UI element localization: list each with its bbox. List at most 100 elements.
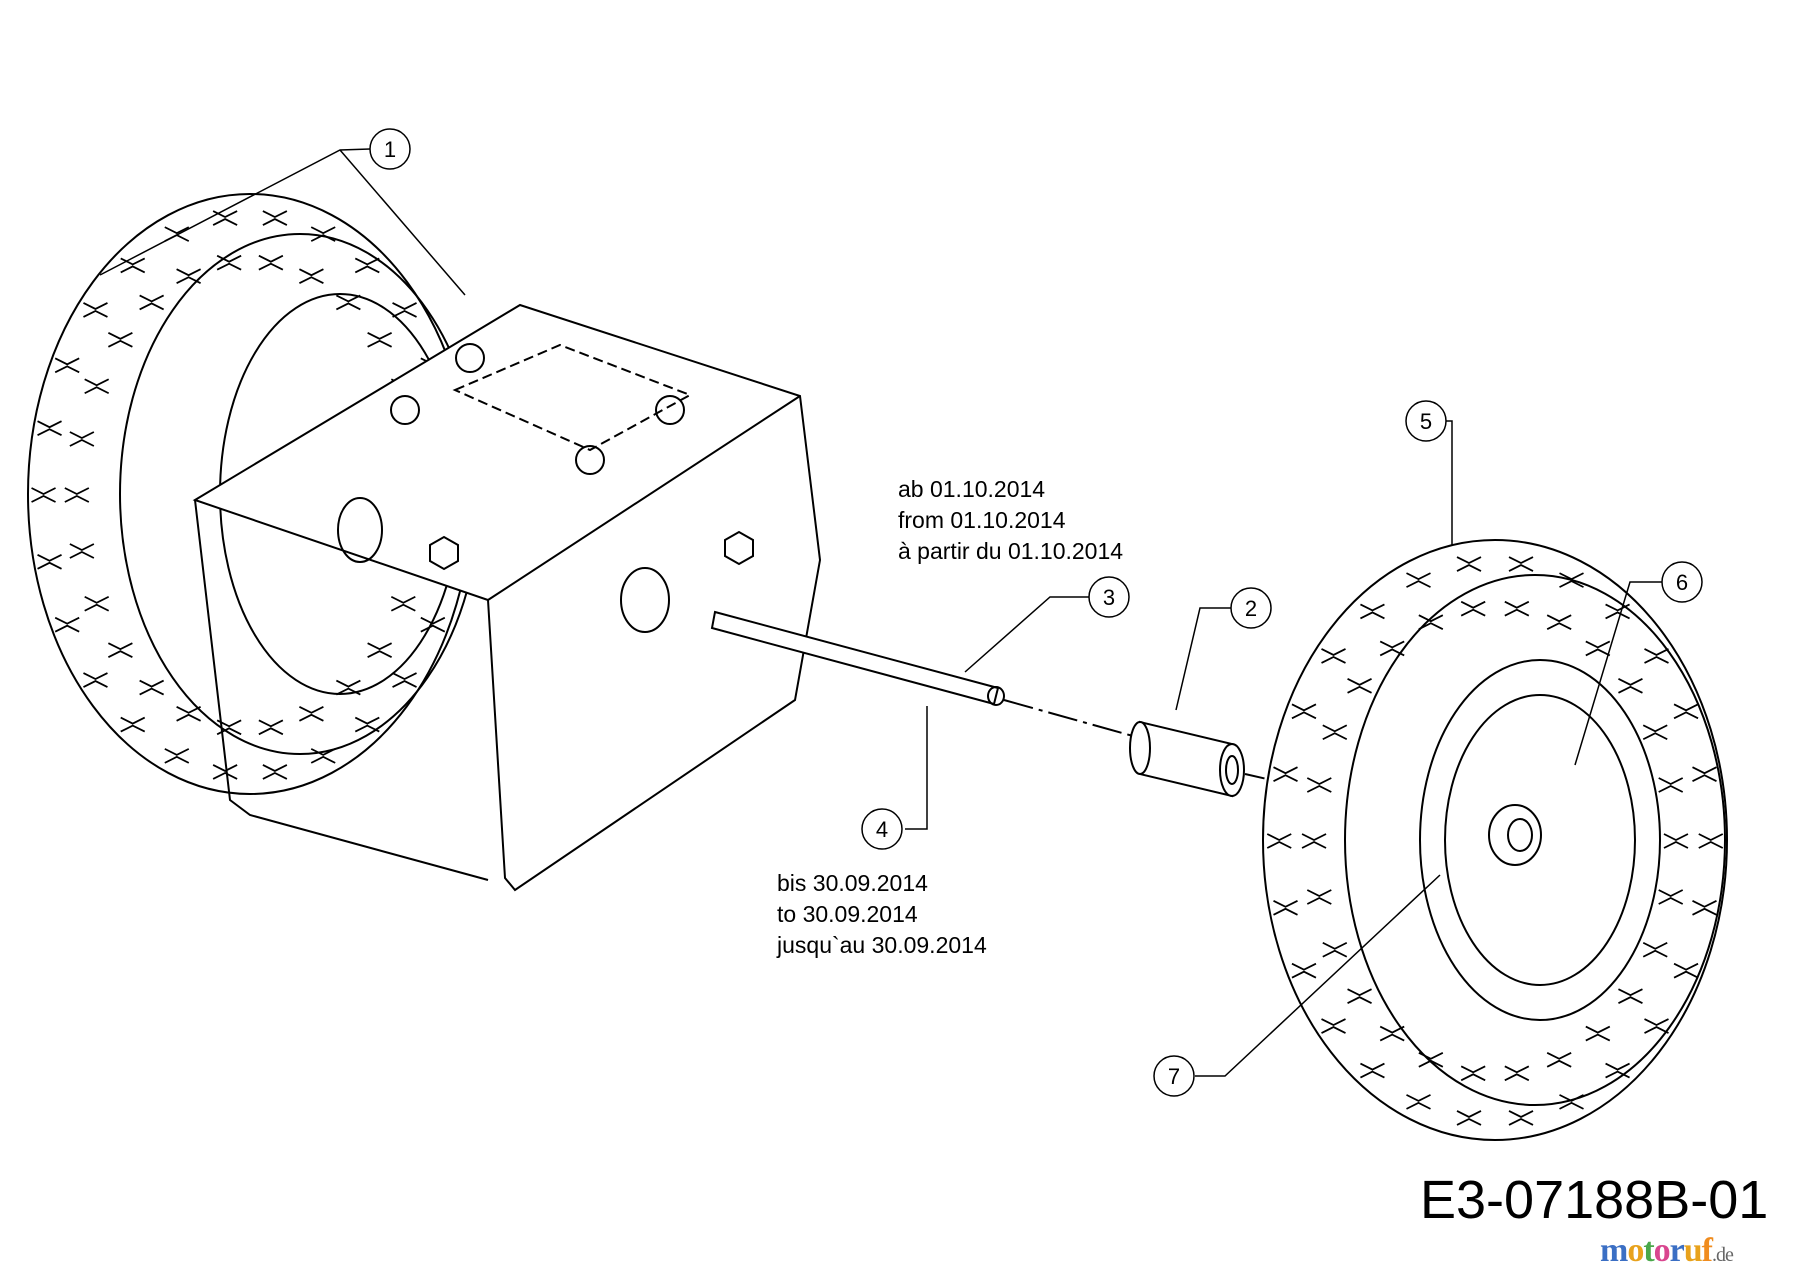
tread-block	[212, 210, 238, 226]
tread-block	[354, 257, 380, 274]
note-line: to 30.09.2014	[777, 901, 918, 927]
tread-block	[164, 748, 190, 764]
tread-block	[1460, 600, 1486, 617]
tread-block	[1266, 833, 1292, 849]
tread-block	[299, 268, 324, 285]
drawing-code: E3-07188B-01	[1420, 1170, 1769, 1230]
tread-block	[1559, 572, 1584, 588]
tread-block	[258, 719, 284, 736]
tread-block	[1406, 1094, 1431, 1110]
watermark-logo: motoruf.de	[1600, 1232, 1734, 1269]
tread-block	[1379, 640, 1405, 657]
tread-block	[1618, 678, 1643, 694]
spacer-part-2	[1129, 720, 1281, 798]
tread-block	[1673, 962, 1699, 979]
tread-block	[1418, 1051, 1444, 1068]
tread-block	[1546, 614, 1572, 631]
callout-4: 4	[876, 817, 888, 842]
tread-block	[1663, 833, 1689, 849]
tread-block	[1658, 777, 1684, 793]
callout-2: 2	[1245, 596, 1257, 621]
tread-block	[1692, 766, 1717, 783]
tread-block	[1585, 1025, 1611, 1042]
tread-block	[120, 257, 146, 274]
tread-block	[1360, 603, 1385, 620]
tread-block	[1379, 1025, 1405, 1042]
tread-block	[64, 487, 90, 503]
axle-part-4	[710, 610, 1141, 739]
tread-block	[212, 764, 238, 780]
tread-block	[1692, 899, 1717, 916]
tread-block	[1321, 648, 1346, 664]
tread-block	[1504, 1065, 1530, 1082]
tread-block	[83, 672, 108, 688]
tread-block	[1456, 556, 1482, 572]
tread-block	[1347, 988, 1372, 1004]
note-line: à partir du 01.10.2014	[898, 538, 1124, 564]
tread-block	[1644, 1018, 1669, 1034]
tread-block	[392, 302, 417, 318]
tread-block	[1508, 556, 1534, 572]
tread-block	[1456, 1110, 1482, 1126]
tread-block	[335, 294, 361, 311]
tread-block	[367, 642, 393, 658]
tread-block	[420, 616, 446, 633]
tread-block	[335, 679, 361, 696]
tread-block	[31, 487, 56, 503]
tread-block	[83, 302, 108, 318]
tread-block	[37, 420, 62, 437]
tread-block	[1347, 678, 1372, 694]
tread-block	[139, 294, 165, 311]
right-wheel	[1262, 539, 1728, 1141]
tread-block	[1301, 833, 1327, 849]
tread-block	[1306, 777, 1332, 793]
note-until-date: bis 30.09.2014 to 30.09.2014 jusqu`au 30…	[777, 868, 987, 961]
tread-block	[107, 332, 133, 348]
tread-block	[1585, 640, 1611, 657]
tread-block	[1673, 703, 1699, 720]
tread-block	[1504, 600, 1530, 617]
tread-block	[367, 332, 393, 348]
tread-block	[69, 543, 95, 559]
tread-block	[1559, 1094, 1584, 1110]
tread-block	[1605, 603, 1630, 620]
tread-block	[54, 357, 80, 374]
note-line: jusqu`au 30.09.2014	[777, 932, 987, 958]
tread-block	[1546, 1051, 1572, 1068]
tread-block	[1306, 889, 1332, 905]
tread-block	[139, 679, 165, 696]
note-line: from 01.10.2014	[898, 507, 1066, 533]
tread-block	[392, 672, 417, 688]
tread-block	[258, 254, 284, 271]
tread-block	[310, 748, 336, 764]
tread-block	[120, 716, 146, 733]
tread-block	[299, 705, 324, 722]
callout-1: 1	[384, 137, 396, 162]
leader-lines	[99, 148, 1666, 1077]
tread-block	[176, 268, 201, 285]
tread-block	[1273, 899, 1298, 916]
callout-3: 3	[1103, 585, 1115, 610]
tread-block	[1418, 614, 1444, 631]
tread-block	[1322, 724, 1348, 741]
tread-block	[54, 616, 80, 633]
tread-block	[107, 642, 133, 658]
tread-block	[1273, 766, 1298, 783]
tread-block	[1322, 941, 1348, 958]
note-line: ab 01.10.2014	[898, 476, 1046, 502]
tread-block	[1618, 988, 1643, 1004]
tread-block	[69, 431, 95, 447]
tread-block	[1291, 962, 1317, 979]
tread-block	[176, 705, 201, 722]
tread-block	[1642, 724, 1668, 741]
tread-block	[1605, 1062, 1630, 1079]
tread-block	[216, 254, 242, 271]
callout-bubbles: 1 2 3 4 5 6 7	[369, 128, 1703, 1097]
tread-block	[1698, 833, 1724, 849]
tread-block	[1321, 1018, 1346, 1034]
tread-block	[262, 764, 288, 780]
note-from-date: ab 01.10.2014 from 01.10.2014 à partir d…	[898, 474, 1123, 567]
note-line: bis 30.09.2014	[777, 870, 928, 896]
